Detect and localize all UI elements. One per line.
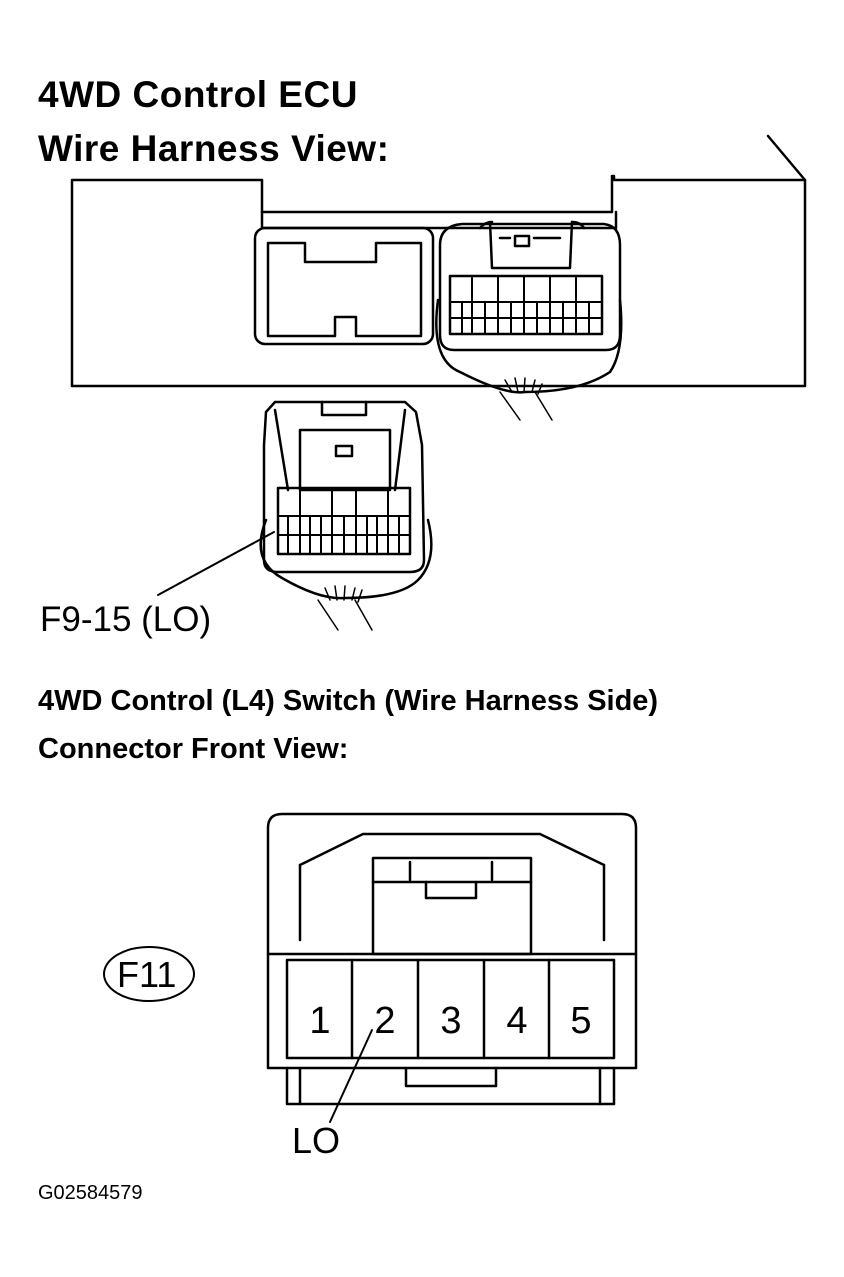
pin-1-label: 1 — [309, 1000, 330, 1042]
ecu-title-line2: Wire Harness View: — [38, 128, 390, 169]
f11-id-ellipse — [103, 946, 195, 1002]
pin-5-label: 5 — [570, 1000, 591, 1042]
f11-connector — [266, 812, 638, 1106]
switch-title-line1: 4WD Control (L4) Switch (Wire Harness Si… — [38, 685, 659, 717]
pin-4-label: 4 — [506, 1000, 527, 1042]
pin-3-label: 3 — [440, 1000, 461, 1042]
f9-connector — [259, 400, 433, 631]
f9-15-callout: F9-15 (LO) — [40, 600, 212, 639]
f9-15-leader — [157, 531, 275, 596]
lo-leader — [329, 1029, 373, 1123]
switch-title-line2: Connector Front View: — [38, 733, 349, 765]
ecu-right-connector — [435, 220, 623, 421]
lo-callout: LO — [292, 1120, 341, 1161]
ecu-housing — [70, 134, 807, 388]
f11-connector-label: F11 — [117, 954, 177, 995]
pin-2-label: 2 — [374, 1000, 395, 1042]
figure-id: G02584579 — [38, 1182, 143, 1204]
ecu-title-line1: 4WD Control ECU — [38, 74, 358, 115]
ecu-left-connector — [253, 226, 435, 346]
